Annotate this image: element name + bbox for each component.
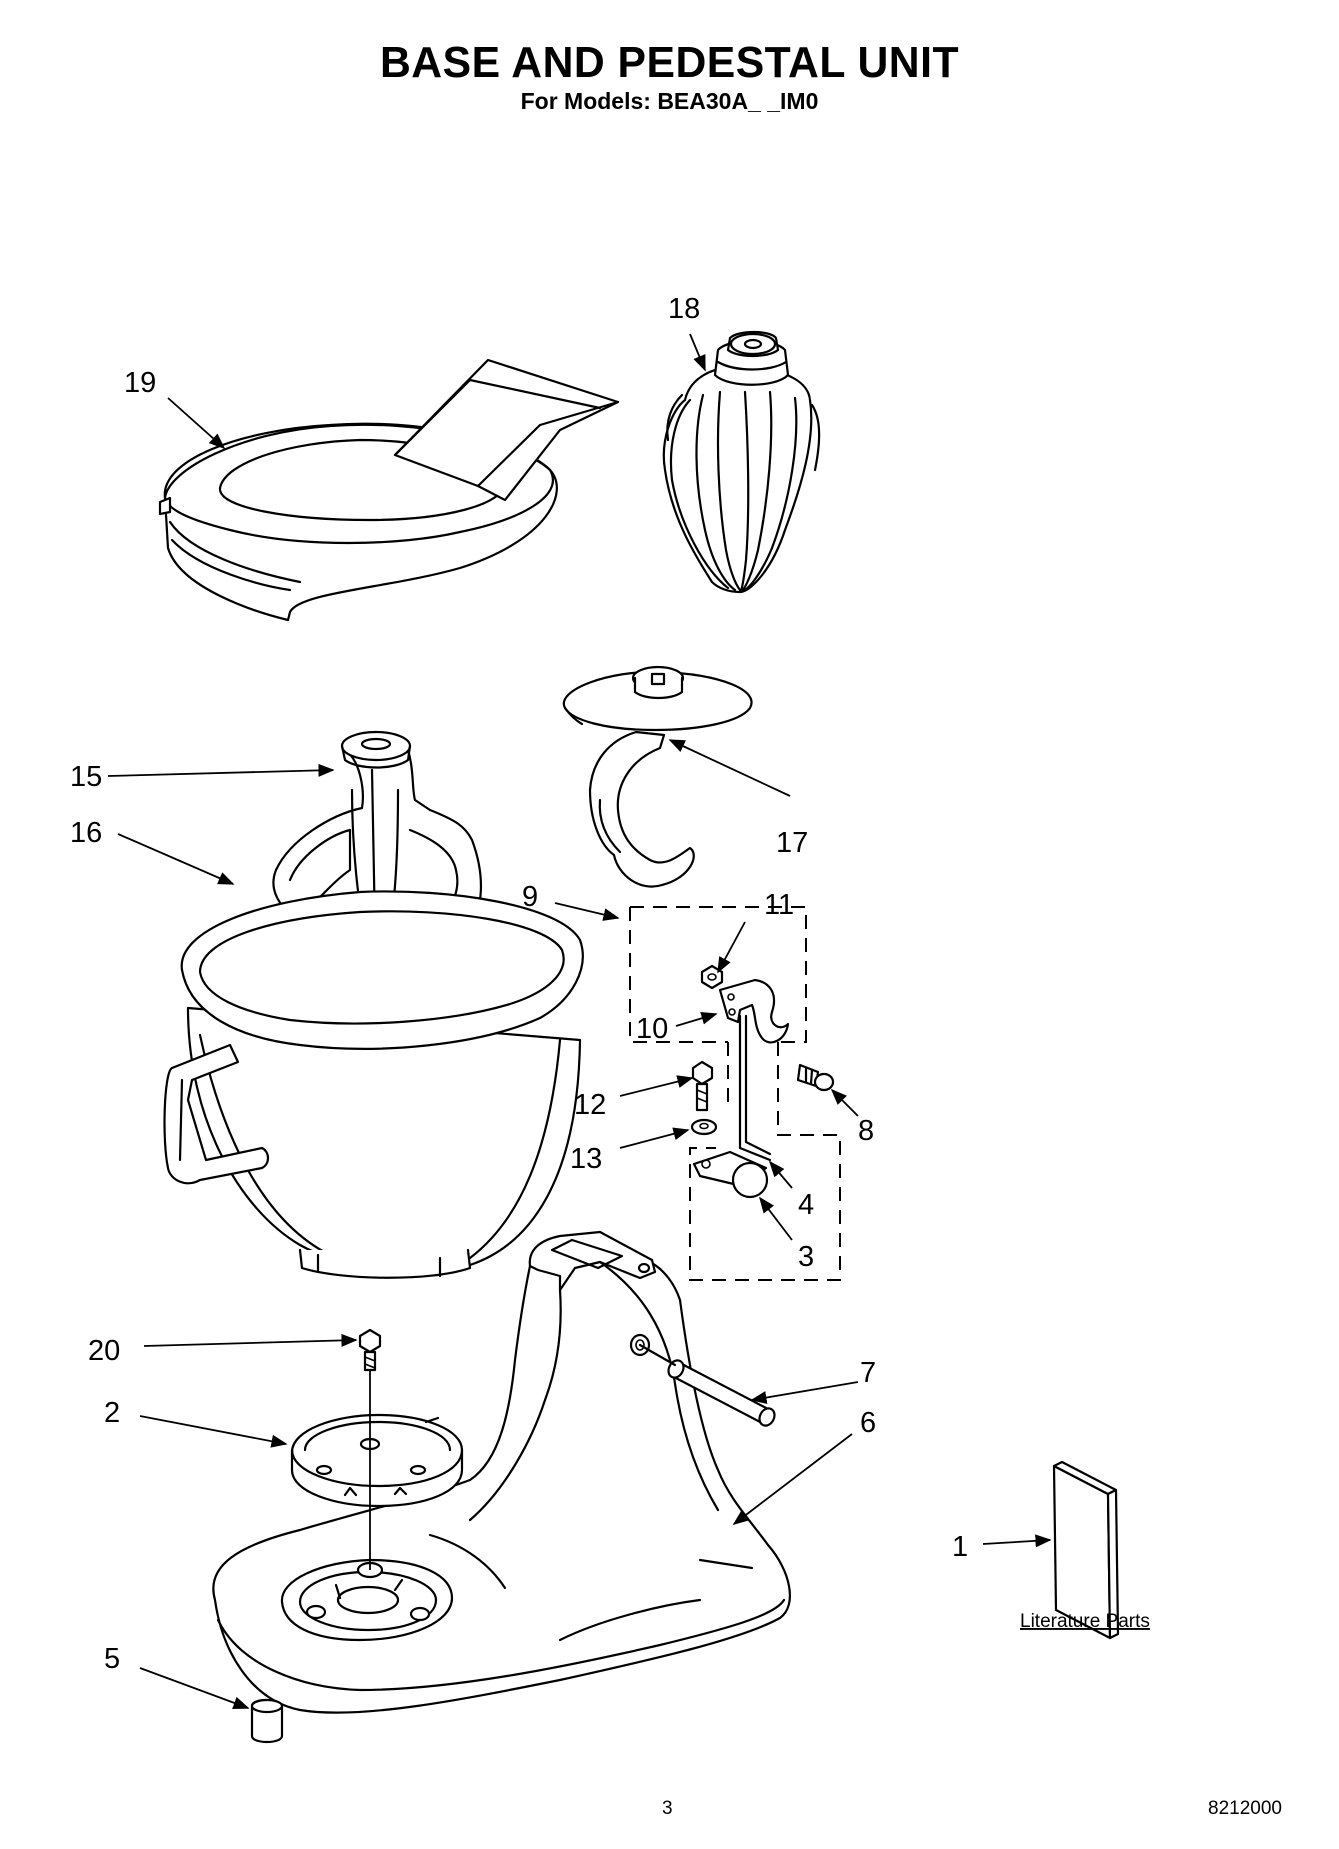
wire-whip-part-18 [662, 330, 821, 594]
washer-part-13 [690, 1118, 718, 1136]
screw-part-12 [691, 1060, 714, 1112]
bowl-part-16 [163, 890, 584, 1279]
document-number: 8212000 [1208, 1798, 1282, 1819]
pedestal-base-part-6 [212, 1230, 791, 1714]
literature-part-1 [1052, 1460, 1120, 1640]
pin-part-8 [796, 1063, 835, 1092]
callout-16: 16 [70, 817, 102, 849]
bracket-part-10 [718, 978, 790, 1044]
literature-parts-label: Literature Parts [1020, 1611, 1150, 1632]
nut-part-11 [700, 964, 724, 990]
callout-9: 9 [522, 881, 538, 913]
base-plate-part-2 [290, 1413, 464, 1508]
hinge-pin-assembly-part-9 [629, 906, 841, 1281]
pouring-shield-part-19 [158, 358, 620, 622]
model-subtitle: For Models: BEA30A_ _IM0 [520, 88, 819, 114]
callout-4: 4 [798, 1189, 814, 1221]
callout-1: 1 [952, 1531, 968, 1563]
callout-3: 3 [798, 1241, 814, 1273]
callout-leaders [107, 333, 1052, 1710]
callout-15: 15 [70, 761, 102, 793]
callout-11: 11 [764, 889, 794, 921]
callout-2: 2 [104, 1397, 120, 1429]
lever-knob-part-3 [692, 1150, 769, 1199]
page-title: BASE AND PEDESTAL UNIT [380, 38, 959, 87]
dough-hook-part-17 [562, 665, 753, 888]
hinge-pin-part-7 [638, 1343, 776, 1427]
callout-19: 19 [124, 367, 156, 399]
shaft-part-4 [738, 1014, 772, 1162]
page-number: 3 [662, 1798, 673, 1819]
callout-8: 8 [858, 1115, 874, 1147]
callout-10: 10 [636, 1013, 668, 1045]
callout-18: 18 [668, 293, 700, 325]
callout-13: 13 [570, 1143, 602, 1175]
callout-5: 5 [104, 1643, 120, 1675]
callout-6: 6 [860, 1407, 876, 1439]
callout-numbers: 18 19 17 15 16 9 11 10 12 13 8 4 3 7 6 2… [70, 293, 968, 1675]
screw-part-20 [358, 1328, 382, 1372]
callout-12: 12 [574, 1089, 606, 1121]
rubber-foot-part-5 [250, 1698, 284, 1744]
callout-20: 20 [88, 1335, 120, 1367]
callout-7: 7 [860, 1357, 876, 1389]
callout-17: 17 [776, 827, 808, 859]
